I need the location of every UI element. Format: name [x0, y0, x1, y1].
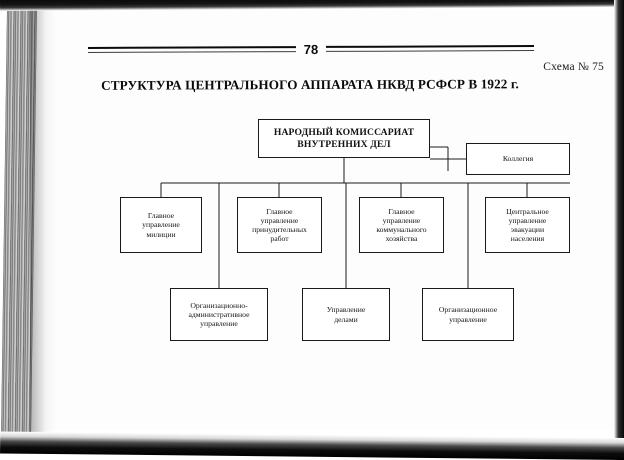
page-title: СТРУКТУРА ЦЕНТРАЛЬНОГО АППАРАТА НКВД РСФ…: [101, 76, 519, 93]
node-organizatsionno-administrativnoe-upravlenie[interactable]: Организационно- административное управле…: [170, 288, 268, 341]
scan-book-spine: [0, 2, 38, 442]
node-delami-line2: делами: [334, 314, 358, 324]
node-glavnoe-upravlenie-prinuditelnyh-rabot[interactable]: Главное управление принудительных работ: [237, 197, 322, 253]
node-prinud-line4: работ: [270, 234, 289, 244]
header-rule-right: [326, 45, 534, 53]
node-kommun-line1: Главное: [388, 206, 415, 216]
node-prinud-line1: Главное: [266, 206, 293, 216]
node-kommun-line3: коммунального: [376, 225, 427, 234]
node-militia-line1: Главное: [147, 211, 175, 221]
node-nkvd[interactable]: НАРОДНЫЙ КОМИССАРИАТ ВНУТРЕННИХ ДЕЛ: [258, 119, 430, 158]
node-orgadm-line2: административное: [188, 309, 250, 319]
scheme-number-label: Схема № 75: [543, 61, 604, 73]
node-prinud-line3: принудительных: [252, 225, 307, 234]
node-kommun-line2: управление: [382, 215, 421, 225]
node-glavnoe-upravlenie-militsii[interactable]: Главное управление милиции: [120, 197, 202, 253]
node-nkvd-line2: ВНУТРЕННИХ ДЕЛ: [297, 138, 391, 150]
node-orgupr-line2: управление: [449, 314, 487, 324]
node-evak-line3: эвакуации: [510, 225, 545, 234]
node-evak-line4: населения: [510, 234, 545, 244]
node-militia-line3: милиции: [146, 229, 176, 239]
scan-edge-bottom: [0, 431, 624, 460]
node-delami-line1: Управление: [326, 305, 366, 315]
node-glavnoe-upravlenie-kommunalnogo-hozyaystva[interactable]: Главное управление коммунального хозяйст…: [359, 197, 444, 253]
scan-edge-right: [614, 0, 624, 460]
header-rule-left: [88, 46, 296, 54]
node-kommun-line4: хозяйства: [385, 234, 418, 244]
node-upravlenie-delami[interactable]: Управление делами: [302, 288, 390, 341]
node-militia-line2: управление: [142, 220, 180, 230]
node-evak-line2: управление: [508, 215, 547, 225]
node-evak-line1: Центральное: [506, 206, 549, 216]
node-orgadm-line1: Организационно-: [190, 300, 248, 310]
node-orgupr-line1: Организационное: [438, 305, 498, 315]
node-nkvd-line1: НАРОДНЫЙ КОМИССАРИАТ: [273, 127, 415, 139]
node-kollegia[interactable]: Коллегия: [466, 143, 570, 175]
node-kollegia-label: Коллегия: [502, 154, 534, 164]
page-number: 78: [303, 41, 319, 57]
scan-gutter-shadow: [30, 0, 56, 446]
node-tsentralnoe-upravlenie-evakuatsii-naseleniya[interactable]: Центральное управление эвакуации населен…: [485, 197, 570, 253]
running-head: 78: [88, 39, 534, 59]
scan-edge-top: [0, 0, 624, 11]
node-orgadm-line3: управление: [200, 319, 238, 329]
node-prinud-line2: управление: [260, 215, 299, 225]
node-organizatsionnoe-upravlenie[interactable]: Организационное управление: [422, 288, 514, 341]
